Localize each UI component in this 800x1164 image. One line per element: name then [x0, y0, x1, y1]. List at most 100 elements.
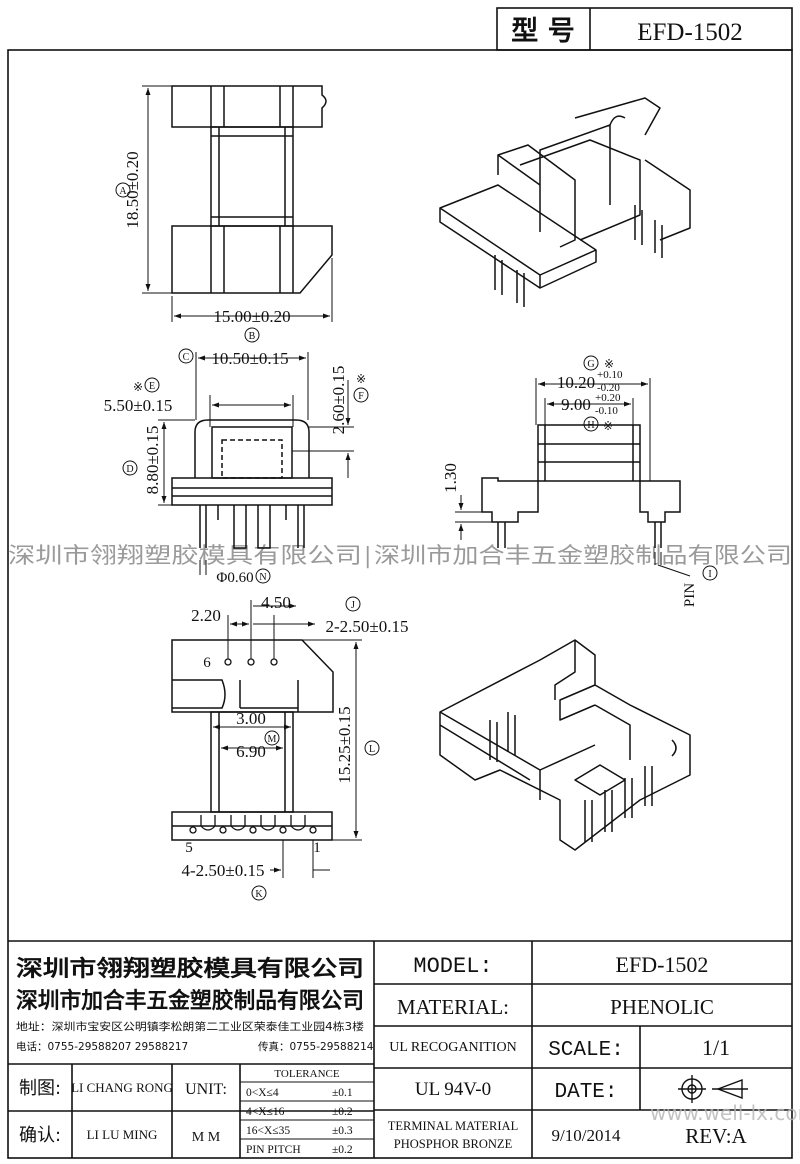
callout-a	[115, 182, 131, 198]
dim-j-value: 2-2.50±0.15	[326, 617, 409, 636]
dim-e-star: ※	[133, 380, 143, 394]
check-name: LI LU MING	[87, 1127, 158, 1142]
front-view	[171, 419, 333, 549]
company-fax: 传真：0755-29588214	[258, 1040, 374, 1053]
pin-5-label: 5	[185, 840, 193, 856]
projection-symbol-icon	[678, 1075, 748, 1103]
callout-a-text: A	[119, 186, 127, 197]
dim-e-value: 5.50±0.15	[104, 396, 173, 415]
front-view-dims	[158, 352, 354, 575]
company-name-1: 深圳市翎翔塑胶模具有限公司	[16, 956, 364, 982]
watermark-sep: |	[364, 544, 371, 569]
scale-label: SCALE:	[548, 1039, 624, 1062]
scale-value: 1/1	[702, 1035, 730, 1060]
bottom-view-dims	[213, 600, 362, 878]
dim-l-value: 15.25±0.15	[335, 706, 354, 783]
company-name-2: 深圳市加合丰五金塑胶制品有限公司	[16, 988, 364, 1014]
callout-m	[264, 730, 280, 746]
callout-i	[702, 565, 718, 581]
dim-pitch-450: 4.50	[261, 593, 291, 612]
dim-c-value: 10.50±0.15	[211, 349, 288, 368]
tolerance-title: TOLERANCE	[274, 1068, 339, 1080]
pin-1-label: 1	[313, 840, 321, 856]
callout-k-text: K	[255, 889, 263, 900]
dim-f-value: 2.60±0.15	[329, 366, 348, 435]
callout-f-text: F	[358, 391, 364, 402]
callout-j-text: J	[351, 600, 355, 611]
callout-h-text: H	[587, 420, 594, 431]
tolerance-range: 0<X≤4	[246, 1087, 279, 1099]
unit-label: UNIT:	[185, 1081, 227, 1098]
header-model-value: EFD-1502	[637, 19, 743, 46]
callout-h	[583, 416, 599, 432]
pin-label: PIN	[682, 583, 698, 607]
top-view-dims	[142, 85, 333, 322]
drawn-label: 制图:	[19, 1078, 61, 1099]
company-address: 地址：深圳市宝安区公明镇李松朗第二工业区荣泰佳工业园4栋3楼	[16, 1020, 365, 1033]
dim-h-tol-up: +0.20	[595, 392, 621, 404]
dim-pitch-220: 2.20	[191, 606, 221, 625]
callout-m-text: M	[268, 734, 277, 745]
callout-l	[364, 740, 380, 756]
sheet-border	[7, 49, 793, 1159]
callout-e	[144, 377, 160, 393]
dim-k-value: 4-2.50±0.15	[182, 861, 265, 880]
drawn-name: LI CHANG RONG	[71, 1080, 173, 1095]
callout-n-text: N	[259, 572, 266, 583]
tolerance-value: ±0.1	[332, 1087, 353, 1099]
material-label: MATERIAL:	[397, 995, 509, 1019]
material-value: PHENOLIC	[610, 995, 714, 1019]
callout-k	[251, 885, 267, 901]
watermark-right: 深圳市加合丰五金塑胶制品有限公司	[374, 544, 792, 569]
callout-c	[178, 348, 194, 364]
model-label: MODEL:	[413, 954, 492, 979]
dim-m2-value: 6.90	[236, 742, 266, 761]
rev-label: REV:A	[685, 1124, 747, 1148]
pin-6-label: 6	[203, 655, 211, 671]
dim-g-value: 10.20	[557, 373, 595, 392]
check-label: 确认:	[19, 1125, 61, 1146]
header-model-label: 型 号	[511, 16, 574, 47]
unit-value: M M	[192, 1130, 221, 1145]
tolerance-value: ±0.2	[332, 1106, 353, 1118]
tolerance-range: PIN PITCH	[246, 1144, 301, 1156]
callout-i-text: I	[708, 569, 711, 580]
dim-g-star: ※	[604, 357, 614, 371]
tolerance-value: ±0.3	[332, 1125, 353, 1137]
callout-g	[583, 355, 599, 371]
callout-c-text: C	[183, 352, 190, 363]
ul-value: UL 94V-0	[415, 1079, 491, 1100]
bottom-view	[171, 639, 334, 841]
ul-label: UL RECOGANITION	[389, 1040, 516, 1055]
date-value: 9/10/2014	[552, 1126, 621, 1145]
callout-n	[255, 568, 271, 584]
dim-h-tol-dn: -0.10	[595, 405, 618, 417]
callout-e-text: E	[149, 381, 155, 392]
company-tel: 电话：0755-29588207 29588217	[16, 1040, 188, 1053]
header-model-box: 型 号 EFD-1502	[496, 7, 793, 51]
tolerance-value: ±0.2	[332, 1144, 353, 1156]
callout-d	[122, 460, 138, 476]
side-view	[481, 424, 681, 548]
iso-view-top	[439, 97, 691, 307]
watermark-left: 深圳市翎翔塑胶模具有限公司	[8, 544, 362, 569]
callout-l-text: L	[369, 744, 375, 755]
model-value: EFD-1502	[616, 952, 709, 977]
callout-b	[244, 327, 260, 343]
dim-height-value: 1.30	[441, 463, 460, 493]
dim-g-tol-dn: -0.20	[597, 382, 620, 394]
dim-m1-value: 3.00	[236, 709, 266, 728]
callout-f	[353, 387, 369, 403]
terminal-line-2: PHOSPHOR BRONZE	[394, 1137, 513, 1151]
callout-b-text: B	[249, 331, 256, 342]
tolerance-range: 4<X≤16	[246, 1106, 285, 1118]
top-view	[171, 85, 333, 294]
callout-j	[345, 596, 361, 612]
date-label: DATE:	[554, 1081, 617, 1104]
side-view-dims	[455, 378, 662, 565]
title-block-lines	[8, 940, 792, 1158]
dim-a-value: 18.50±0.20	[123, 151, 142, 228]
bottom-view-pins	[189, 658, 317, 834]
